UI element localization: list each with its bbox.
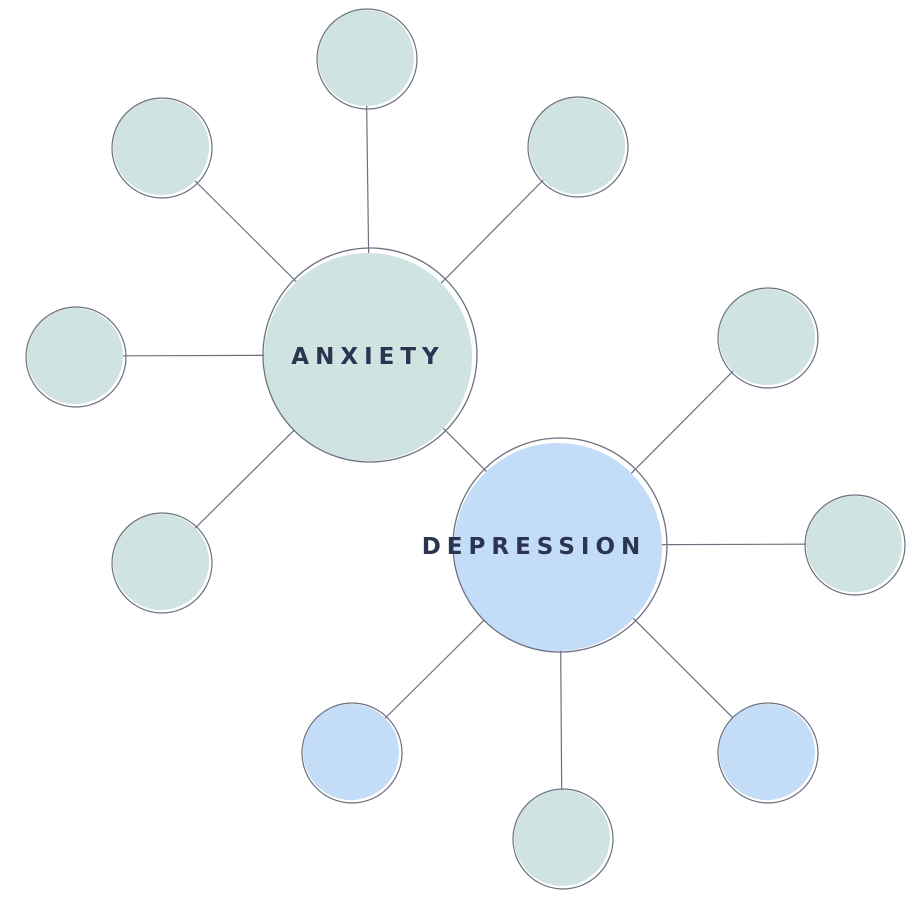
anxiety-subtopic-node[interactable] — [25, 306, 127, 408]
node-outline — [512, 788, 614, 890]
node-fill — [514, 790, 610, 886]
node-fill — [719, 704, 815, 800]
anxiety-subtopic-node[interactable] — [111, 97, 213, 199]
node-fill — [113, 514, 209, 610]
node-fill — [318, 10, 414, 106]
hub-fill — [264, 253, 472, 461]
node-outline — [111, 512, 213, 614]
hub-label-anxiety: ANXIETY — [291, 344, 444, 370]
depression-subtopic-node[interactable] — [512, 788, 614, 890]
hub-outline — [452, 437, 668, 653]
node-outline — [717, 287, 819, 389]
node-fill — [529, 98, 625, 194]
hub-fill — [454, 443, 662, 651]
node-fill — [806, 496, 902, 592]
hub-anxiety[interactable]: ANXIETY — [262, 247, 478, 463]
node-fill — [719, 289, 815, 385]
node-outline — [316, 8, 418, 110]
hub-label-depression: DEPRESSION — [422, 534, 647, 560]
anxiety-subtopic-node[interactable] — [111, 512, 213, 614]
depression-subtopic-node[interactable] — [717, 287, 819, 389]
node-outline — [111, 97, 213, 199]
depression-subtopic-node[interactable] — [804, 494, 906, 596]
anxiety-subtopic-node[interactable] — [316, 8, 418, 110]
node-fill — [27, 308, 123, 404]
node-outline — [25, 306, 127, 408]
node-outline — [527, 96, 629, 198]
hub-outline — [262, 247, 478, 463]
node-outline — [804, 494, 906, 596]
node-fill — [113, 99, 209, 195]
hub-depression[interactable]: DEPRESSION — [422, 437, 668, 653]
depression-subtopic-node[interactable] — [301, 702, 403, 804]
node-outline — [717, 702, 819, 804]
depression-subtopic-node[interactable] — [717, 702, 819, 804]
anxiety-subtopic-node[interactable] — [527, 96, 629, 198]
node-outline — [301, 702, 403, 804]
node-fill — [303, 704, 399, 800]
